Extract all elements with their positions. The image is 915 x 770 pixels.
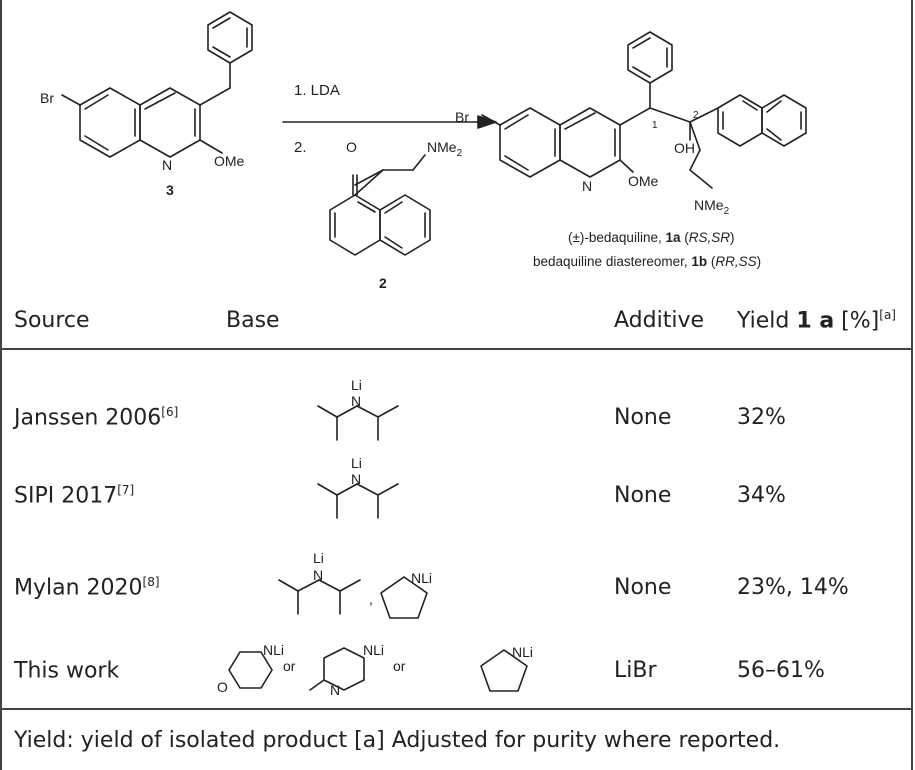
- product-caption-line-2: bedaquiline diastereomer, 1b (RR,SS): [533, 254, 761, 269]
- lda-structure-row2: [317, 483, 399, 519]
- reagent-2-structure: [329, 154, 431, 256]
- header-rule: [0, 348, 913, 350]
- step-2-label: 2.: [294, 139, 307, 156]
- atom-ome-substrate: OMe: [214, 153, 245, 169]
- header-source: Source: [14, 308, 90, 333]
- n-label-piperazine: N: [330, 682, 340, 698]
- lda-structure-row3: [278, 579, 361, 615]
- nli-label-morpholine: NLi: [263, 642, 284, 658]
- pyrrolidine-structure-row4: [480, 649, 528, 692]
- row-4-yield: 56–61%: [737, 658, 825, 683]
- or-label-2: or: [393, 658, 406, 674]
- table-footnote: Yield: yield of isolated product [a] Adj…: [14, 728, 781, 753]
- separator-row3: ,: [369, 591, 373, 607]
- n-label-row2: N: [351, 471, 361, 487]
- table-bottom-rule: [0, 708, 913, 710]
- atom-n-substrate: N: [162, 157, 172, 173]
- row-4-source: This work: [14, 658, 120, 684]
- o-label-morpholine: O: [217, 679, 228, 695]
- lda-structure-row1: [317, 405, 399, 441]
- n-label-row3: N: [313, 567, 323, 583]
- row-2-source: SIPI 2017[7]: [14, 483, 135, 509]
- header-yield: Yield 1 a [%][a]: [737, 308, 896, 334]
- row-1-additive: None: [614, 405, 672, 430]
- row-3-yield: 23%, 14%: [737, 575, 849, 600]
- compound-label-3: 3: [166, 182, 174, 198]
- atom-nme2-product: NMe2: [694, 197, 730, 217]
- row-3-additive: None: [614, 575, 672, 600]
- li-label-row1: Li: [351, 377, 362, 393]
- atom-oh-product: OH: [674, 140, 695, 156]
- or-label-1: or: [283, 658, 296, 674]
- atom-nme2-reagent: NMe2: [427, 139, 463, 159]
- stereocenter-1-label: 1: [652, 120, 658, 131]
- li-label-row2: Li: [351, 455, 362, 471]
- product-caption-line-1: (±)-bedaquiline, 1a (RS,SR): [568, 230, 735, 245]
- stereocenter-2-label: 2: [693, 110, 699, 121]
- row-2-yield: 34%: [737, 483, 786, 508]
- compound-label-2: 2: [379, 275, 387, 291]
- row-4-additive: LiBr: [614, 658, 657, 683]
- product-1a-structure: [481, 31, 807, 189]
- morpholine-structure-row4: [228, 651, 273, 689]
- li-label-row3: Li: [313, 550, 324, 566]
- atom-br-substrate: Br: [40, 90, 54, 106]
- nli-label-piperazine: NLi: [363, 642, 384, 658]
- right-border: [911, 0, 913, 770]
- pyrrolidine-structure-row3: [380, 576, 428, 619]
- atom-n-product: N: [582, 178, 592, 194]
- row-2-additive: None: [614, 483, 672, 508]
- substrate-3-structure: [61, 11, 253, 158]
- row-3-source: Mylan 2020[8]: [14, 575, 160, 601]
- left-border: [0, 0, 2, 770]
- row-1-yield: 32%: [737, 405, 786, 430]
- step-1-label: 1. LDA: [294, 82, 340, 99]
- methylpiperazine-structure-row4: [309, 647, 365, 691]
- nli-label-pyrrolidine-row4: NLi: [512, 644, 533, 660]
- header-base: Base: [226, 308, 280, 333]
- n-label-row1: N: [351, 393, 361, 409]
- atom-ome-product: OMe: [628, 173, 659, 189]
- row-1-source: Janssen 2006[6]: [14, 405, 179, 431]
- header-additive: Additive: [614, 308, 704, 333]
- nli-label-pyrrolidine-row3: NLi: [411, 570, 432, 586]
- atom-o-reagent: O: [346, 139, 357, 155]
- atom-br-product: Br: [455, 109, 469, 125]
